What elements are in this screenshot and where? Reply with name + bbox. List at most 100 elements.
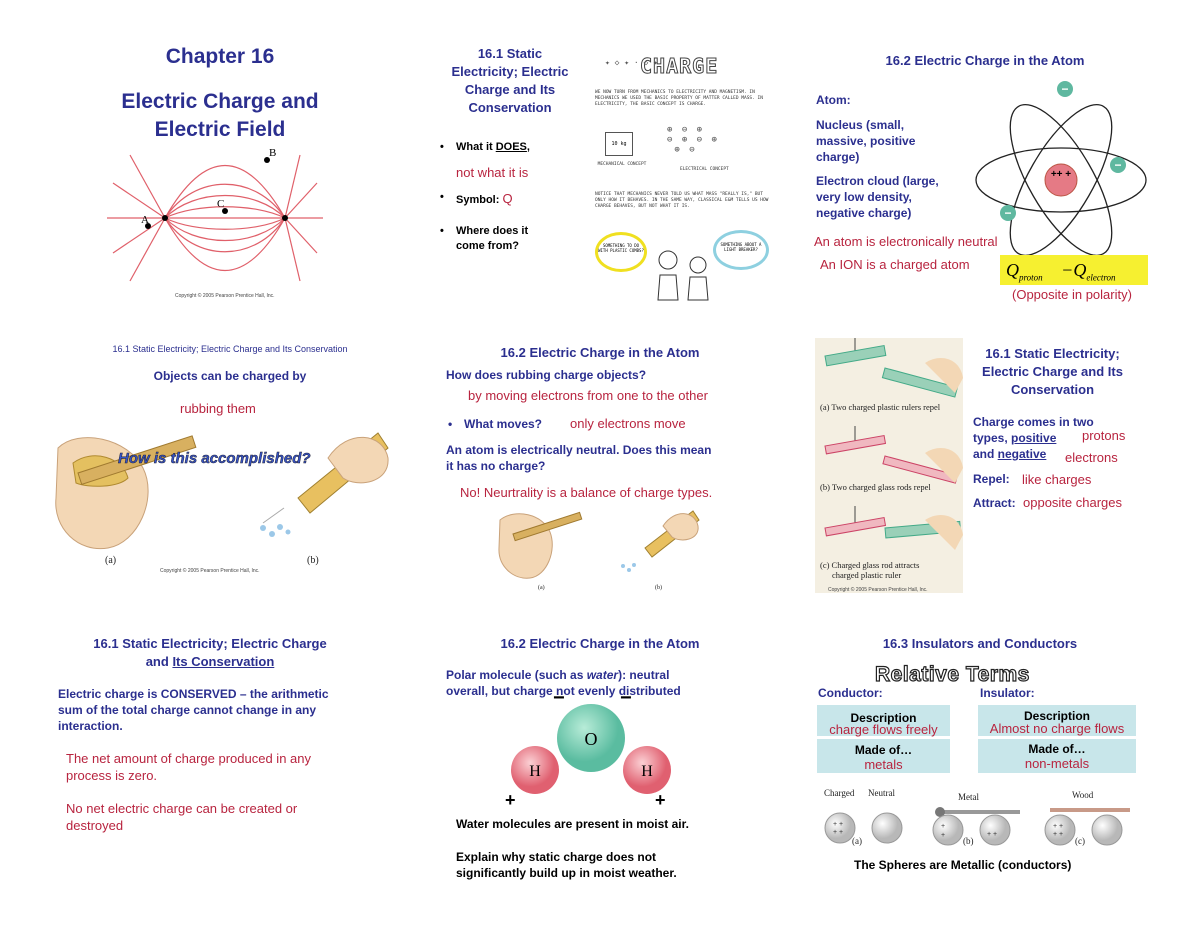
atom-label: Atom: [816,93,851,107]
bullet-what-suffix: , [526,141,530,153]
how-accomplished-question: How is this accomplished? [118,450,311,468]
small-caption-a: (a) [538,585,545,591]
electron-2-sign: − [1114,158,1121,172]
svg-text:+: + [941,832,945,839]
positive-word: positive [1011,431,1057,445]
spheres-metallic-note: The Spheres are Metallic (conductors) [854,858,1072,872]
slide7-title-prefix: and [145,654,173,669]
fig-caption-b: (b) [307,555,319,566]
polar-line2: overall, but charge not evenly distribut… [446,684,681,698]
comic-mech-label: MECHANICAL CONCEPT [597,162,647,167]
plus-1: + [505,790,516,810]
slide2-title-line2: Electricity; Electric [451,64,569,79]
net-line1: The net amount of charge produced in any [66,751,311,766]
q-how-rubbing: How does rubbing charge objects? [446,368,647,382]
where-line2: come from? [456,240,519,252]
comic-characters [657,250,709,301]
slide-charge-types: (a) Two charged plastic rulers repel (b)… [810,330,1180,620]
conserved-line2: sum of the total charge cannot change in… [58,703,317,717]
slide2-title-line4: Conservation [468,100,552,115]
slide9-title: 16.3 Insulators and Conductors [882,636,1078,651]
insulator-description-value: Almost no charge flows [989,721,1125,736]
electron-3-sign: − [1004,206,1011,220]
conductor-description-label: Description [850,711,917,725]
attract-label: Attract: [973,496,1016,510]
charged-label: Charged [824,788,855,798]
chapter-title: Chapter 16 [165,45,275,68]
repel-label: Repel: [973,472,1010,486]
where-line1: Where does it [456,225,529,237]
svg-text:+ +: + + [833,821,843,828]
slide7-title-line1: 16.1 Static Electricity; Electric Charge [93,636,327,651]
slide-chapter-title: Chapter 16 Electric Charge and Electric … [30,35,410,325]
formula-q-electron: −Q [1061,260,1087,280]
copyright-note: Copyright © 2005 Pearson Prentice Hall, … [175,293,275,299]
comic-text-1: WE NOW TURN FROM MECHANICS TO ELECTRICIT… [595,90,763,107]
symbol-label: Symbol: [456,194,500,206]
slide-charging-by-rubbing: 16.1 Static Electricity; Electric Charge… [30,330,410,620]
conductor-heading: Conductor: [818,686,883,700]
comic-bubble-blue: SOMETHING ABOUT A LIGHT BREAKER? [713,230,769,270]
fig-caption-a: (a) [105,555,117,566]
wood-label: Wood [1072,790,1094,800]
slide-charge-in-atom: 16.2 Electric Charge in the Atom Atom: N… [810,35,1180,325]
polar-description: Polar molecule (such as water): neutral … [446,667,681,699]
bullet-symbol: Symbol: Q [440,191,512,206]
rubbing-illustration-small [498,510,700,579]
comic-sparkles: ✦ ◇ ✦ · ◇ ✦ [605,58,658,67]
insulator-madeof-box [978,739,1136,773]
slide7-title-underlined: Its Conservation [172,654,275,669]
svg-text:+ +: + + [833,829,843,836]
nonet-line2: destroyed [66,818,124,833]
comic-bubble-yellow: SOMETHING TO DO WITH PLASTIC COMBS? [595,232,647,272]
copyright-note: Copyright © 2005 Pearson Prentice Hall, … [828,587,928,593]
slide7-title: 16.1 Static Electricity; Electric Charge… [30,635,390,671]
types-negative-line: and negative [973,447,1046,461]
conductor-madeof-box [817,739,950,773]
answer-not-what-it-is: not what it is [456,165,529,180]
atom-neutral-note: An atom is electronically neutral [814,234,998,249]
spheres-caption-b: (b) [963,836,974,846]
cloud-line1: Electron cloud (large, [816,174,939,188]
and-word: and [973,447,998,461]
comic-charge-symbols: ⊕ ⊖ ⊕⊖ ⊕ ⊖ ⊕ ⊕ ⊖ [667,125,719,155]
nucleus-line1: Nucleus (small, [816,118,905,132]
conserved-line1: Electric charge is CONSERVED – the arith… [58,687,329,701]
cloud-line2: very low density, [816,190,912,204]
q-neutral-charge: An atom is electrically neutral. Does th… [446,442,711,474]
bullet-what-it-does: What it DOES, [440,141,530,153]
spheres-figure: + ++ + ++ ++ + ++ + [824,807,1130,846]
conserved-line3: interaction. [58,719,123,733]
slide-insulators-conductors: 16.3 Insulators and Conductors Relative … [810,625,1180,915]
atom-h1-label: H [529,763,541,780]
metal-label: Metal [958,792,979,802]
relative-terms-heading: Relative Terms [874,662,1030,686]
point-b-label: B [269,147,276,159]
slide5-title: 16.2 Electric Charge in the Atom [500,345,700,360]
slide8-title: 16.2 Electric Charge in the Atom [500,636,700,651]
slide2-title: 16.1 Static Electricity; Electric Charge… [420,45,600,117]
q3-line1: An atom is electrically neutral. Does th… [446,443,712,457]
spheres-caption-c: (c) [1075,836,1085,846]
copyright-note: Copyright © 2005 Pearson Prentice Hall, … [160,568,260,574]
point-c-label: C [217,198,224,210]
bullet-does-word: DOES [495,141,527,153]
nucleus-line3: charge) [816,150,860,164]
conductor-description-box [817,705,950,736]
opposite-polarity: (Opposite in polarity) [1012,287,1132,302]
types-line1: Charge comes in two [973,415,1094,429]
comic-weight-box: 10 kg [605,132,633,156]
chapter-subtitle-line2: Electric Field [154,118,286,141]
nucleus-desc: Nucleus (small, massive, positive charge… [816,117,915,165]
formula-q-proton: Q [1006,260,1019,280]
slide-polar-molecule: 16.2 Electric Charge in the Atom Polar m… [420,625,800,915]
chapter-subtitle-line1: Electric Charge and [121,90,319,113]
cloud-line3: negative charge) [816,206,912,220]
water-molecule: O H H − − + + [505,690,671,810]
slide3-title: 16.2 Electric Charge in the Atom [885,53,1085,68]
neutral-label: Neutral [868,788,895,798]
comic-elec-label: ELECTRICAL CONCEPT [680,167,729,172]
rubbing-them: rubbing them [180,401,256,416]
formula-sub-electron: electron [1086,272,1116,283]
insulator-madeof-value: non-metals [1024,756,1090,771]
